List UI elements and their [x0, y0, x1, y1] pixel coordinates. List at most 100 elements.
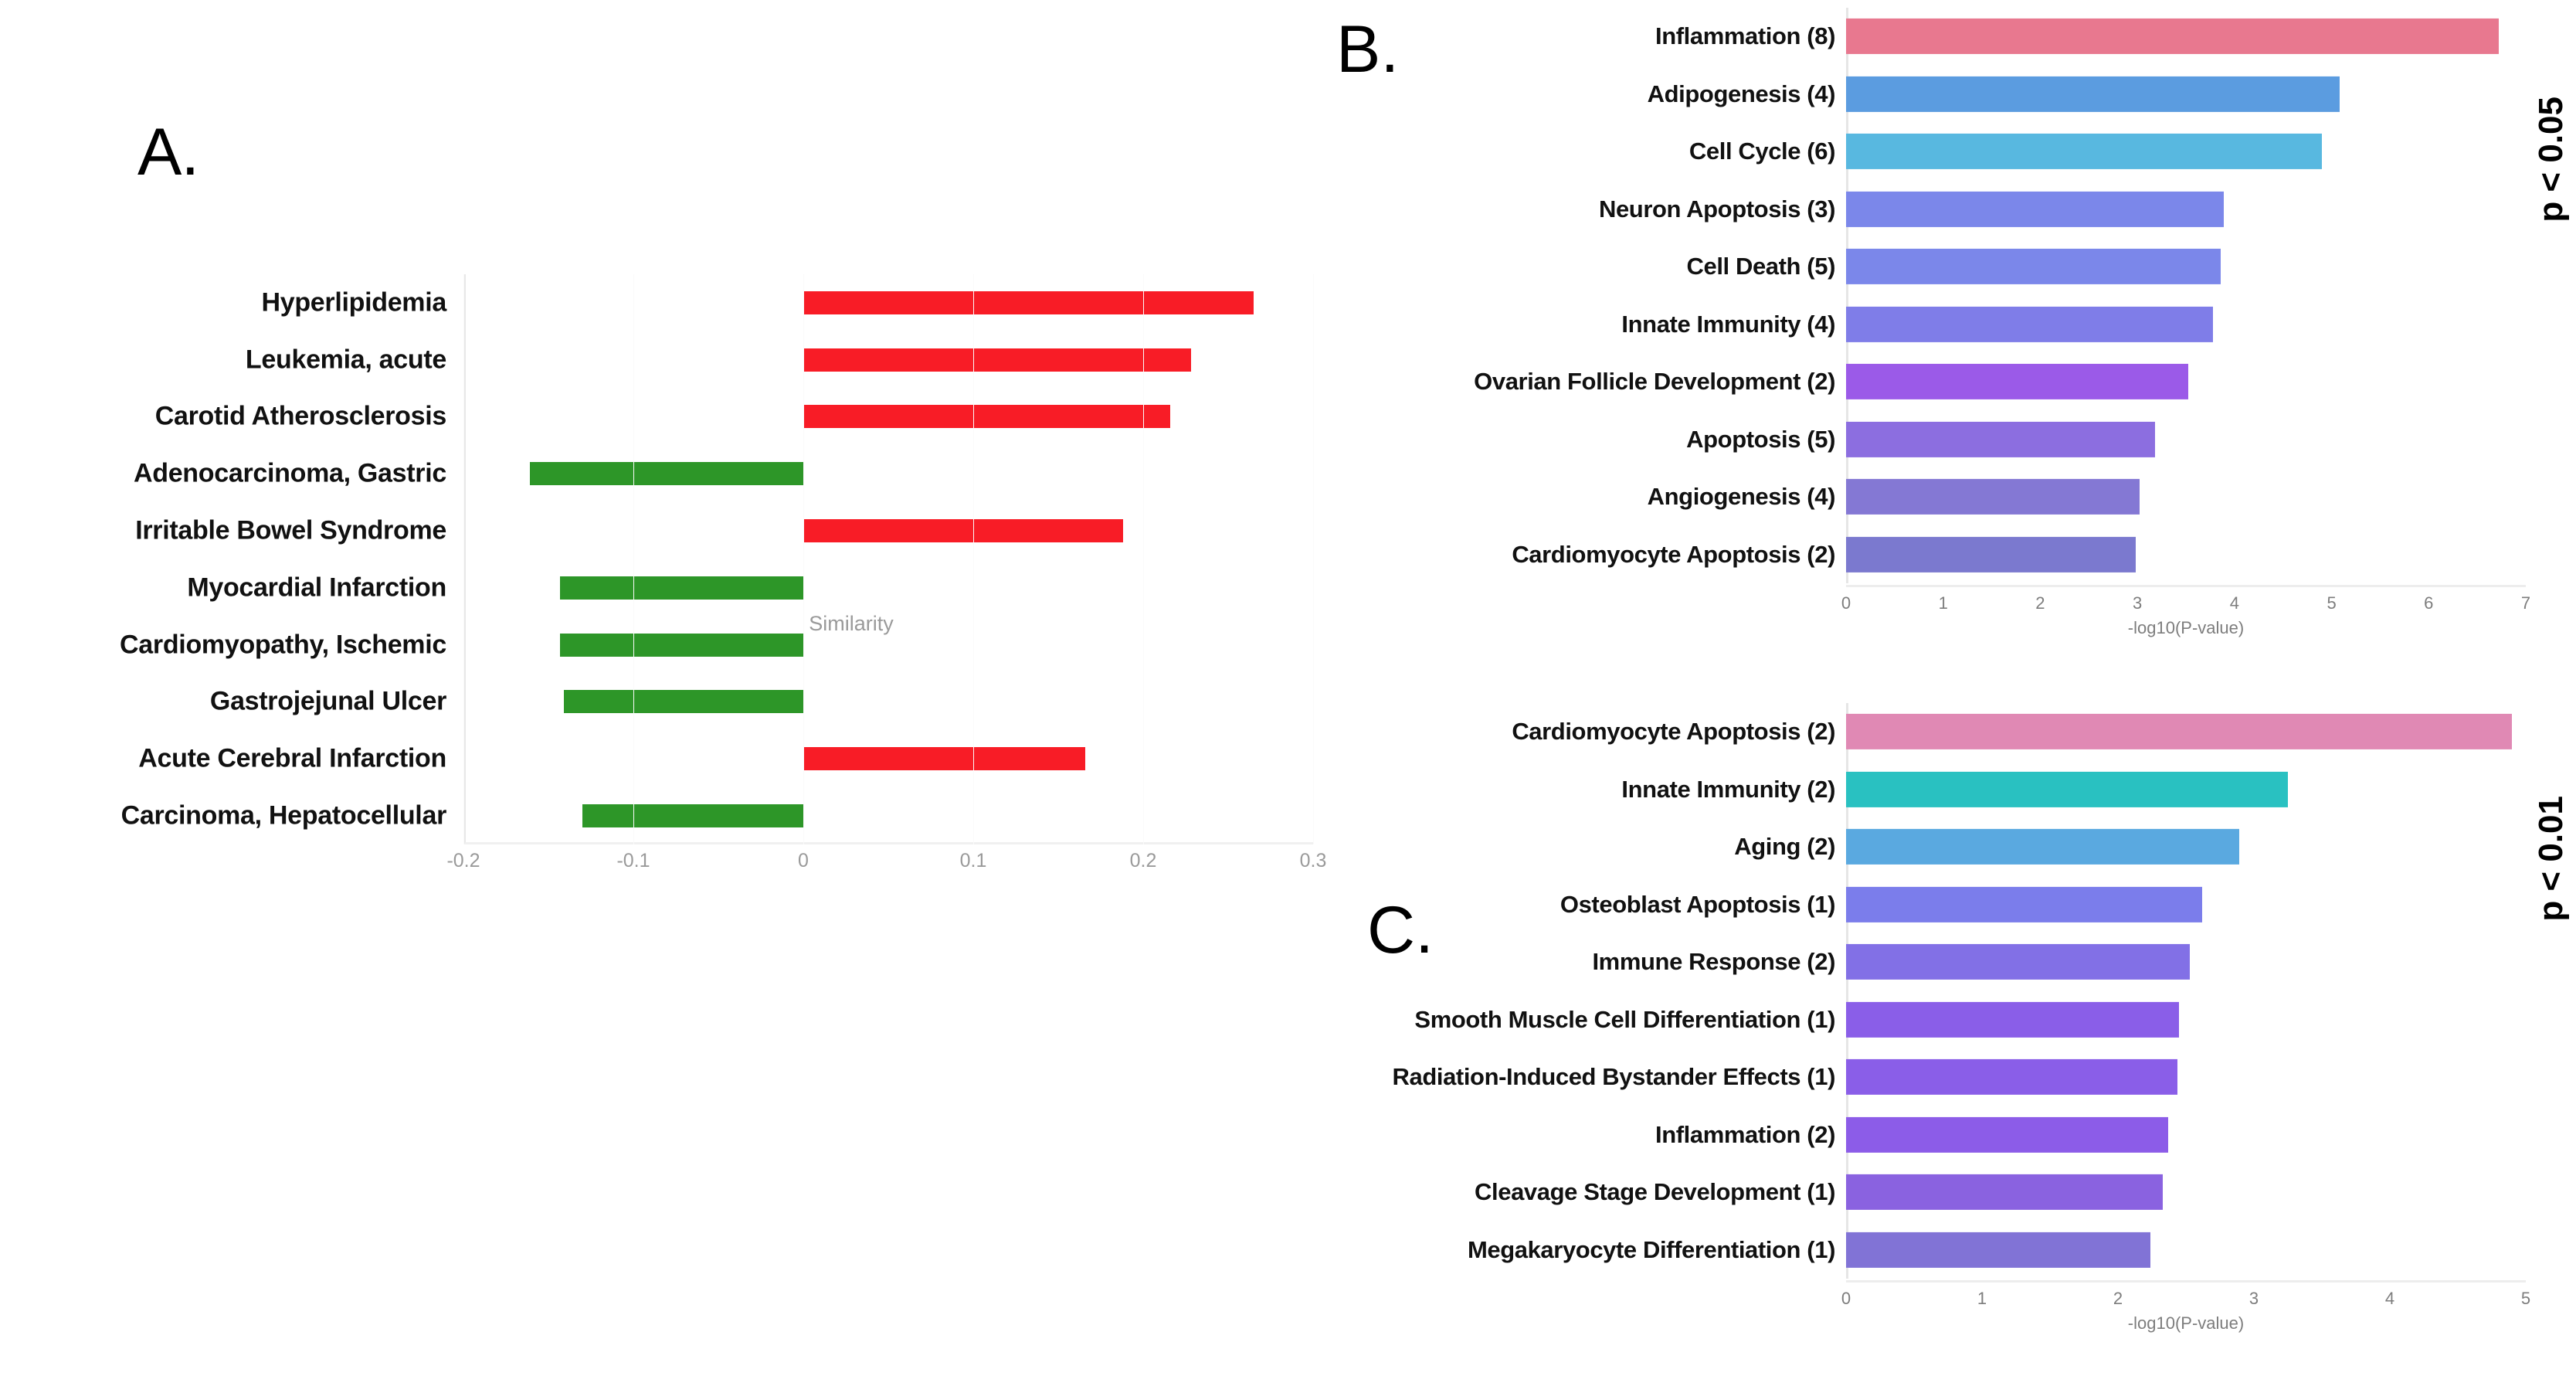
panel-b-category-label: Ovarian Follicle Development (2) [1474, 368, 1835, 396]
panel-c-x-axis [1846, 1280, 2526, 1283]
panel-c: C. Cardiomyocyte Apoptosis (2) Innate Imm… [1190, 695, 2576, 1376]
panel-b-category-label: Apoptosis (5) [1686, 425, 1835, 453]
panel-b-bar-row: Angiogenesis (4) [1648, 468, 2526, 526]
panel-a-gridline [633, 274, 634, 844]
panel-c-bar-row: Aging (2) [1734, 818, 2526, 876]
panel-c-bar [1846, 1001, 2180, 1038]
panel-a-x-tick-label: -0.1 [616, 850, 650, 871]
panel-c-bar-row: Cleavage Stage Development (1) [1475, 1164, 2526, 1221]
panel-b-category-label: Adipogenesis (4) [1647, 80, 1836, 107]
panel-a-bar-row: Leukemia, acute [246, 331, 1352, 389]
panel-b-x-tick-label: 1 [1938, 593, 1948, 613]
panel-b-bar-row: Adipogenesis (4) [1648, 66, 2526, 124]
panel-b-bar [1846, 479, 2140, 515]
panel-b-bar [1846, 19, 2499, 55]
panel-c-bar [1846, 1232, 2151, 1268]
panel-b-x-tick-label: 3 [2133, 593, 2143, 613]
panel-b-y-axis [1846, 8, 1848, 583]
panel-b-bar [1846, 191, 2225, 227]
panel-a-category-label: Hyperlipidemia [261, 287, 446, 318]
panel-c-bar [1846, 829, 2239, 865]
panel-c-category-label: Radiation-Induced Bystander Effects (1) [1392, 1063, 1836, 1091]
panel-a-bar [560, 576, 803, 600]
panel-c-category-label: Smooth Muscle Cell Differentiation (1) [1414, 1005, 1835, 1033]
panel-c-letter: C. [1367, 893, 1434, 967]
panel-a-x-axis-label: Similarity [809, 612, 894, 635]
panel-a-category-label: Acute Cerebral Infarction [138, 743, 446, 773]
panel-a-bar [560, 633, 803, 657]
panel-a-bar [529, 462, 803, 486]
panel-c-bar-row: Inflammation (2) [1655, 1106, 2526, 1164]
panel-b-category-label: Neuron Apoptosis (3) [1598, 195, 1835, 223]
panel-b-category-label: Cardiomyocyte Apoptosis (2) [1512, 540, 1835, 568]
panel-a-category-label: Leukemia, acute [245, 345, 446, 375]
panel-a-bar-row: Myocardial Infarction [187, 559, 1352, 617]
panel-c-bar-row: Immune Response (2) [1592, 933, 2526, 991]
panel-a-x-tick-label: 0.1 [959, 850, 987, 871]
panel-c-bar [1846, 771, 2288, 807]
panel-b-x-axis [1846, 585, 2526, 587]
panel-c-category-label: Cardiomyocyte Apoptosis (2) [1512, 718, 1835, 746]
panel-c-bar [1846, 944, 2191, 980]
panel-b-bar-rows: Inflammation (8) Adipogenesis (4) Cell Cyc… [1474, 8, 2526, 584]
panel-b-bar [1846, 249, 2221, 285]
panel-a-x-tick-label: 0.3 [1299, 850, 1327, 871]
panel-c-bar [1846, 1059, 2178, 1096]
panel-a-x-tick-label: -0.2 [446, 850, 480, 871]
panel-b-x-tick-label: 6 [2424, 593, 2434, 613]
panel-b: B. Inflammation (8) Adipogenesis (4) Cell … [1313, 0, 2576, 649]
panel-c-x-tick-label: 3 [2248, 1289, 2259, 1308]
panel-b-x-tick-label: 7 [2520, 593, 2531, 613]
panel-c-bar-rows: Cardiomyocyte Apoptosis (2) Innate Immuni… [1393, 703, 2526, 1279]
panel-c-category-label: Aging (2) [1734, 833, 1835, 861]
panel-b-bar-row: Innate Immunity (4) [1621, 296, 2526, 354]
panel-a-x-tick-label: 0.2 [1129, 850, 1157, 871]
panel-a-gridline [463, 274, 464, 844]
panel-b-category-label: Inflammation (8) [1655, 22, 1835, 50]
panel-b-category-label: Angiogenesis (4) [1647, 483, 1836, 511]
panel-b-bar [1846, 134, 2322, 170]
panel-c-x-tick-label: 4 [2384, 1289, 2395, 1308]
panel-c-x-tick-label: 1 [1977, 1289, 1987, 1308]
panel-c-bar [1846, 1116, 2169, 1153]
panel-a-category-label: Carcinoma, Hepatocellular [120, 800, 447, 831]
panel-a-bar [803, 348, 1191, 372]
panel-b-x-tick-label: 5 [2327, 593, 2337, 613]
panel-a-bar [803, 405, 1171, 429]
panel-c-x-axis-label: -log10(P-value) [2127, 1313, 2245, 1333]
panel-b-bar [1846, 76, 2340, 112]
panel-c-bar [1846, 1174, 2164, 1211]
panel-c-bar-row: Osteoblast Apoptosis (1) [1560, 876, 2526, 934]
panel-b-x-tick-label: 0 [1841, 593, 1851, 613]
panel-b-category-label: Cell Cycle (6) [1688, 138, 1835, 165]
panel-b-x-tick-label: 4 [2229, 593, 2239, 613]
panel-b-bar-row: Neuron Apoptosis (3) [1599, 181, 2526, 239]
panel-a-bar-row: Carotid Atherosclerosis [155, 389, 1352, 446]
panel-c-category-label: Osteoblast Apoptosis (1) [1560, 890, 1836, 918]
panel-c-x-tick-label: 2 [2113, 1289, 2123, 1308]
panel-b-letter: B. [1336, 12, 1400, 87]
panel-c-category-label: Megakaryocyte Differentiation (1) [1467, 1235, 1835, 1263]
panel-a-bar [803, 290, 1254, 314]
panel-a-bar [563, 690, 803, 714]
panel-b-pvalue-text: p < 0.05 [2532, 97, 2570, 223]
panel-a-bar-row: Hyperlipidemia [261, 274, 1352, 331]
panel-c-bar-row: Innate Immunity (2) [1621, 761, 2526, 819]
panel-c-bar [1846, 714, 2513, 750]
panel-c-bar-row: Radiation-Induced Bystander Effects (1) [1393, 1048, 2526, 1106]
panel-a-gridline [973, 274, 974, 844]
panel-b-bar-row: Cell Death (5) [1687, 238, 2526, 296]
panel-b-bar [1846, 306, 2214, 342]
panel-b-bar-row: Ovarian Follicle Development (2) [1474, 353, 2526, 411]
panel-b-category-label: Innate Immunity (4) [1621, 310, 1835, 338]
panel-b-bar [1846, 364, 2188, 400]
panel-c-category-label: Inflammation (2) [1655, 1120, 1835, 1148]
panel-c-x-tick-label: 0 [1841, 1289, 1851, 1308]
panel-b-bar-row: Apoptosis (5) [1686, 411, 2526, 469]
panel-a-bar-row: Acute Cerebral Infarction [138, 730, 1352, 787]
panel-b-bar-row: Cell Cycle (6) [1689, 123, 2526, 181]
panel-b-bar-row: Cardiomyocyte Apoptosis (2) [1512, 526, 2526, 584]
panel-a-gridline [803, 274, 804, 844]
